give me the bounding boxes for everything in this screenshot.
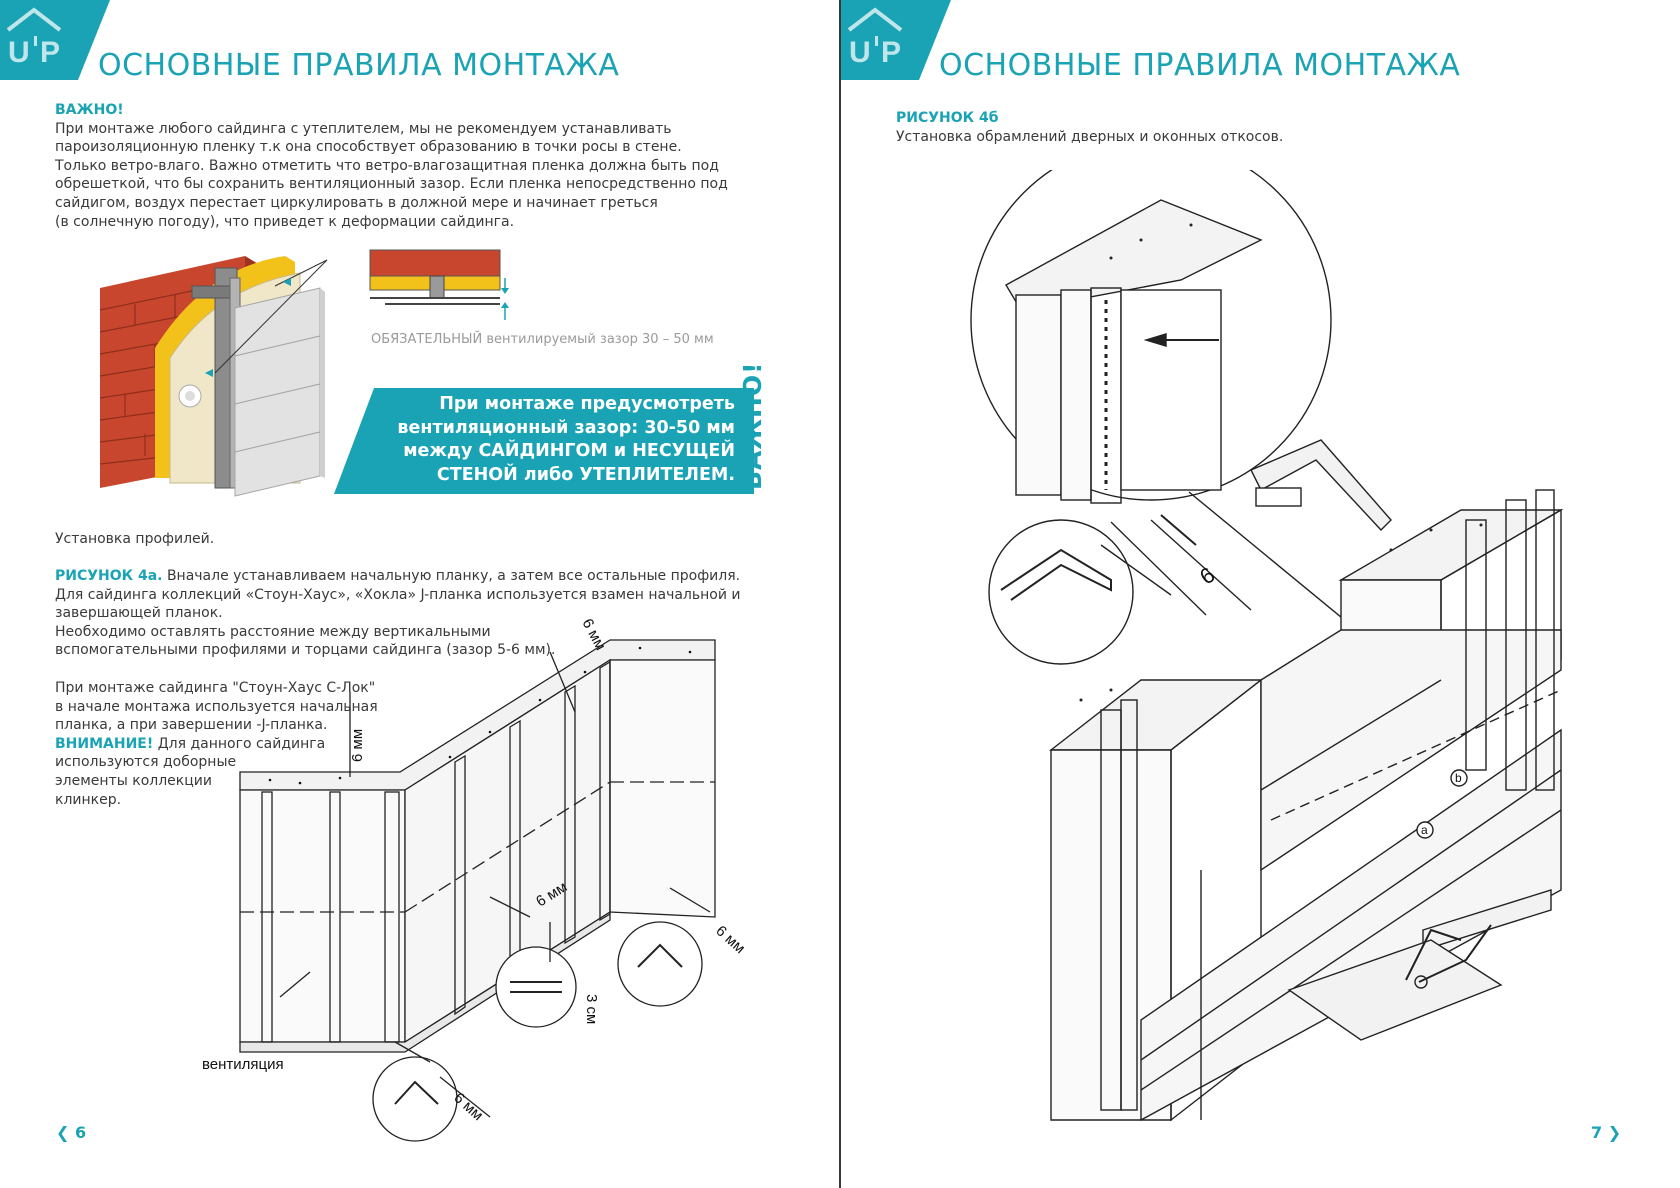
banner-line: между САЙДИНГОМ и НЕСУЩЕЙ — [403, 441, 735, 461]
up-logo: U P — [0, 0, 110, 80]
profiles-caption: Установка профилей. — [55, 531, 215, 547]
stone-line: планка, а при завершении -J-планка. — [55, 717, 328, 734]
callout-b: b — [1455, 771, 1462, 785]
important-banner — [334, 388, 754, 494]
window-frame-drawing: 6 b a — [970, 170, 1564, 1122]
figure-line: Для сайдинга коллекций «Стоун-Хаус», «Хо… — [55, 586, 741, 603]
page-title: ОСНОВНЫЕ ПРАВИЛА МОНТАЖА — [98, 48, 620, 83]
svg-text:P: P — [40, 36, 60, 69]
dim-label: 6 мм — [712, 922, 748, 957]
attention-line: используются доборные — [55, 754, 237, 771]
figure-caption: Установка обрамлений дверных и оконных о… — [896, 128, 1284, 145]
figure-line: Необходимо оставлять расстояние между ве… — [55, 623, 491, 640]
banner-text: При монтаже предусмотреть вентиляционный… — [350, 393, 735, 487]
banner-line: вентиляционный зазор: 30-50 мм — [397, 417, 735, 438]
banner-line: При монтаже предусмотреть — [439, 394, 735, 414]
page-number: 7 ❯ — [1591, 1123, 1622, 1142]
ventilation-label: вентиляция — [202, 1056, 284, 1073]
dim-label: 6 мм — [578, 616, 609, 653]
page-title: ОСНОВНЫЕ ПРАВИЛА МОНТАЖА — [939, 48, 1461, 83]
figure-label: РИСУНОК 4б — [896, 110, 999, 126]
attention-line: клинкер. — [55, 791, 122, 808]
stone-house-text: При монтаже сайдинга "Стоун-Хаус С-Лок" … — [55, 679, 378, 809]
callout-a: a — [1421, 823, 1428, 837]
important-line: пароизоляционную пленку т.к она способст… — [55, 139, 682, 156]
important-line: (в солнечную погоду), что приведет к деф… — [55, 213, 515, 230]
stone-line: При монтаже сайдинга "Стоун-Хаус С-Лок" — [55, 680, 376, 696]
important-line: Только ветро-влаго. Важно отметить что в… — [55, 157, 719, 174]
figure-4a-text: РИСУНОК 4а. Вначале устанавливаем началь… — [55, 567, 741, 660]
important-block: ВАЖНО! При монтаже любого сайдинга с уте… — [55, 101, 728, 231]
stone-line: в начале монтажа используется начальная — [55, 698, 378, 715]
page-number-value: 6 — [74, 1123, 87, 1142]
gap-note-caps: ОБЯЗАТЕЛЬНЫЙ — [371, 332, 483, 347]
figure-label: РИСУНОК 4а. — [55, 568, 163, 584]
important-heading: ВАЖНО! — [55, 102, 124, 118]
figure-line: Вначале устанавливаем начальную планку, … — [162, 568, 741, 584]
profile-installation-drawing: 6 мм 6 мм 6 мм 3 см 6 мм 6 мм вентиляция — [202, 616, 748, 1142]
svg-text:P: P — [881, 36, 901, 69]
banner-line: СТЕНОЙ либо УТЕПЛИТЕЛЕМ. — [436, 464, 735, 485]
gap-note-rest: вентилируемый зазор 30 – 50 мм — [486, 332, 714, 347]
figure-line: вспомогательными профилями и торцами сай… — [55, 642, 556, 659]
right-page: U P ОСНОВНЫЕ ПРАВИЛА МОНТАЖА РИСУНОК 4б … — [841, 0, 1680, 1188]
figure-line: завершающей планок. — [55, 605, 223, 622]
important-line: обрешеткой, что бы сохранить вентиляцион… — [55, 176, 728, 193]
figure-4b-text: РИСУНОК 4б Установка обрамлений дверных … — [896, 109, 1283, 146]
page-number: ❮ 6 — [56, 1123, 87, 1142]
gap-note: ОБЯЗАТЕЛЬНЫЙ вентилируемый зазор 30 – 50… — [371, 332, 714, 347]
page-spine — [839, 0, 841, 1188]
svg-text:U: U — [8, 36, 30, 69]
dim-label: 6 мм — [450, 1089, 486, 1124]
up-logo: U P — [841, 0, 951, 80]
page-number-value: 7 — [1591, 1123, 1603, 1142]
important-line: При монтаже любого сайдинга с утеплителе… — [55, 120, 672, 137]
attention-line: элементы коллекции — [55, 772, 212, 789]
attention-label: ВНИМАНИЕ! — [55, 735, 154, 752]
dim-label: 6 — [1195, 562, 1219, 590]
dim-label: 6 мм — [349, 729, 366, 762]
attention-line: Для данного сайдинга — [153, 735, 326, 752]
svg-text:U: U — [849, 36, 871, 69]
wall-section-illustration — [99, 249, 509, 497]
left-page: U P ОСНОВНЫЕ ПРАВИЛА МОНТАЖА ВАЖНО! При … — [0, 0, 839, 1188]
important-line: сайдигом, воздух перестает циркулировать… — [55, 194, 658, 211]
dim-label: 3 см — [583, 994, 600, 1024]
banner-vertical-label: ВАЖНО! — [738, 361, 767, 490]
